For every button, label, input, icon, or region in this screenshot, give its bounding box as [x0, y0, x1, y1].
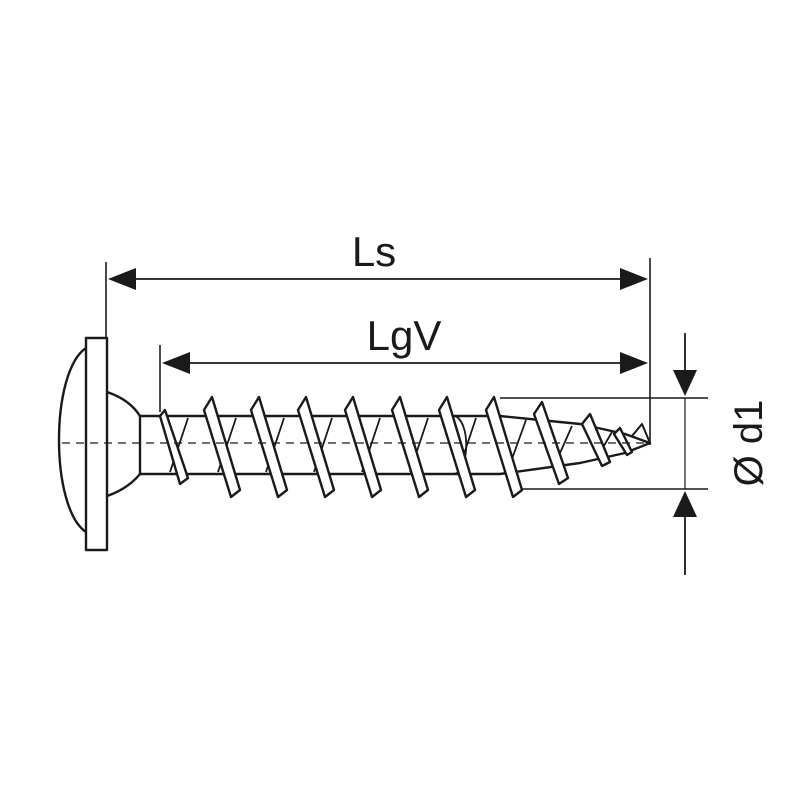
thread-crest-9 — [532, 400, 570, 486]
label-d1: Ø d1 — [727, 400, 771, 487]
dimension-lgv — [162, 352, 648, 374]
thread-crest-5 — [343, 395, 383, 499]
thread-crest-6 — [390, 395, 430, 499]
screw-head — [57, 336, 142, 552]
thread-crest-2 — [202, 395, 242, 499]
label-ls: Ls — [352, 228, 396, 275]
label-lgv: LgV — [367, 312, 442, 359]
thread-crest-7 — [437, 395, 477, 499]
thread-crest-11 — [612, 426, 634, 457]
thread-crest-3 — [249, 395, 289, 499]
thread-crest-8 — [484, 395, 524, 499]
screw-tip — [499, 414, 652, 476]
thread-crest-10 — [580, 412, 612, 468]
thread-crest-4 — [296, 395, 336, 499]
dimension-d1 — [500, 333, 708, 575]
thread-crests — [158, 395, 634, 499]
dimension-ls — [108, 268, 648, 290]
thread-crest-1 — [158, 408, 190, 486]
